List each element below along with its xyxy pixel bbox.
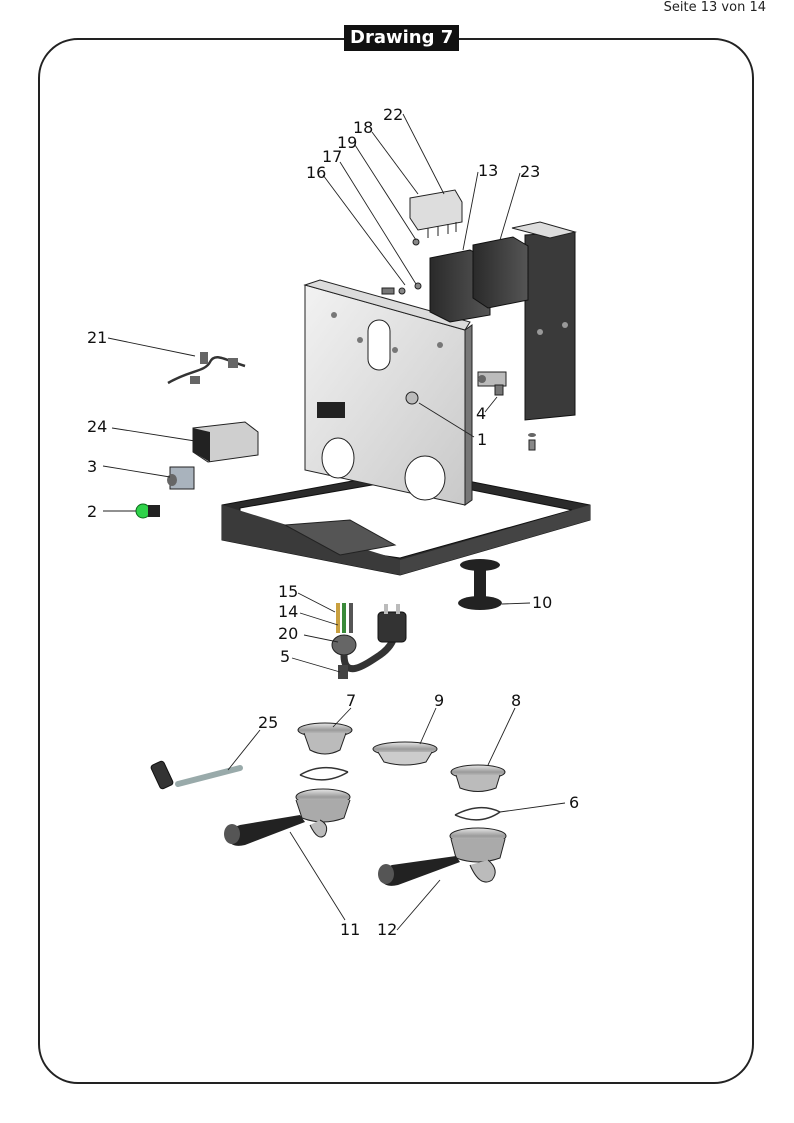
- callout-20: 20: [278, 624, 298, 643]
- callout-7: 7: [346, 691, 356, 710]
- callout-8: 8: [511, 691, 521, 710]
- base-frame: [221, 469, 591, 576]
- callout-25: 25: [258, 713, 278, 732]
- part-2-lamp: [135, 503, 160, 519]
- callout-21: 21: [87, 328, 107, 347]
- rear-plate: [303, 279, 473, 506]
- terminal-block: [409, 189, 463, 238]
- callout-11: 11: [340, 920, 360, 939]
- part-10-foot: [458, 559, 502, 610]
- relay-23: [472, 236, 529, 309]
- portafilter-12: [378, 827, 507, 886]
- callout-1: 1: [477, 430, 487, 449]
- callout-5: 5: [280, 647, 290, 666]
- callout-16: 16: [306, 163, 326, 182]
- part-24-housing: [192, 421, 259, 463]
- power-cable: [331, 603, 407, 679]
- callouts: 21 24 3 2 1 4 16 17 19 18 22 13 23 15 14…: [87, 105, 579, 939]
- callout-17: 17: [322, 147, 342, 166]
- callout-14: 14: [278, 602, 298, 621]
- basket-7: [297, 722, 353, 755]
- callout-18: 18: [353, 118, 373, 137]
- leader-lines: [102, 113, 566, 931]
- wire-harness-21: [167, 352, 246, 385]
- bracket-screw: [528, 433, 536, 451]
- small-screws: [381, 238, 422, 295]
- callout-3: 3: [87, 457, 97, 476]
- portafilter-11: [224, 788, 351, 846]
- callout-6: 6: [569, 793, 579, 812]
- callout-15: 15: [278, 582, 298, 601]
- part-4-switch: [477, 371, 507, 396]
- side-bracket: [511, 221, 577, 421]
- callout-24: 24: [87, 417, 107, 436]
- callout-4: 4: [476, 404, 486, 423]
- callout-22: 22: [383, 105, 403, 124]
- callout-12: 12: [377, 920, 397, 939]
- part-25-tool: [150, 760, 243, 790]
- page-indicator: Seite 13 von 14: [663, 0, 766, 15]
- callout-13: 13: [478, 161, 498, 180]
- part-3-switch: [167, 466, 195, 490]
- spring-rings: [299, 766, 501, 821]
- callout-2: 2: [87, 502, 97, 521]
- basket-9: [372, 741, 438, 766]
- drawing-title: Drawing 7: [344, 25, 460, 51]
- callout-10: 10: [532, 593, 552, 612]
- basket-8: [450, 764, 506, 792]
- callout-19: 19: [337, 133, 357, 152]
- callout-9: 9: [434, 691, 444, 710]
- callout-23: 23: [520, 162, 540, 181]
